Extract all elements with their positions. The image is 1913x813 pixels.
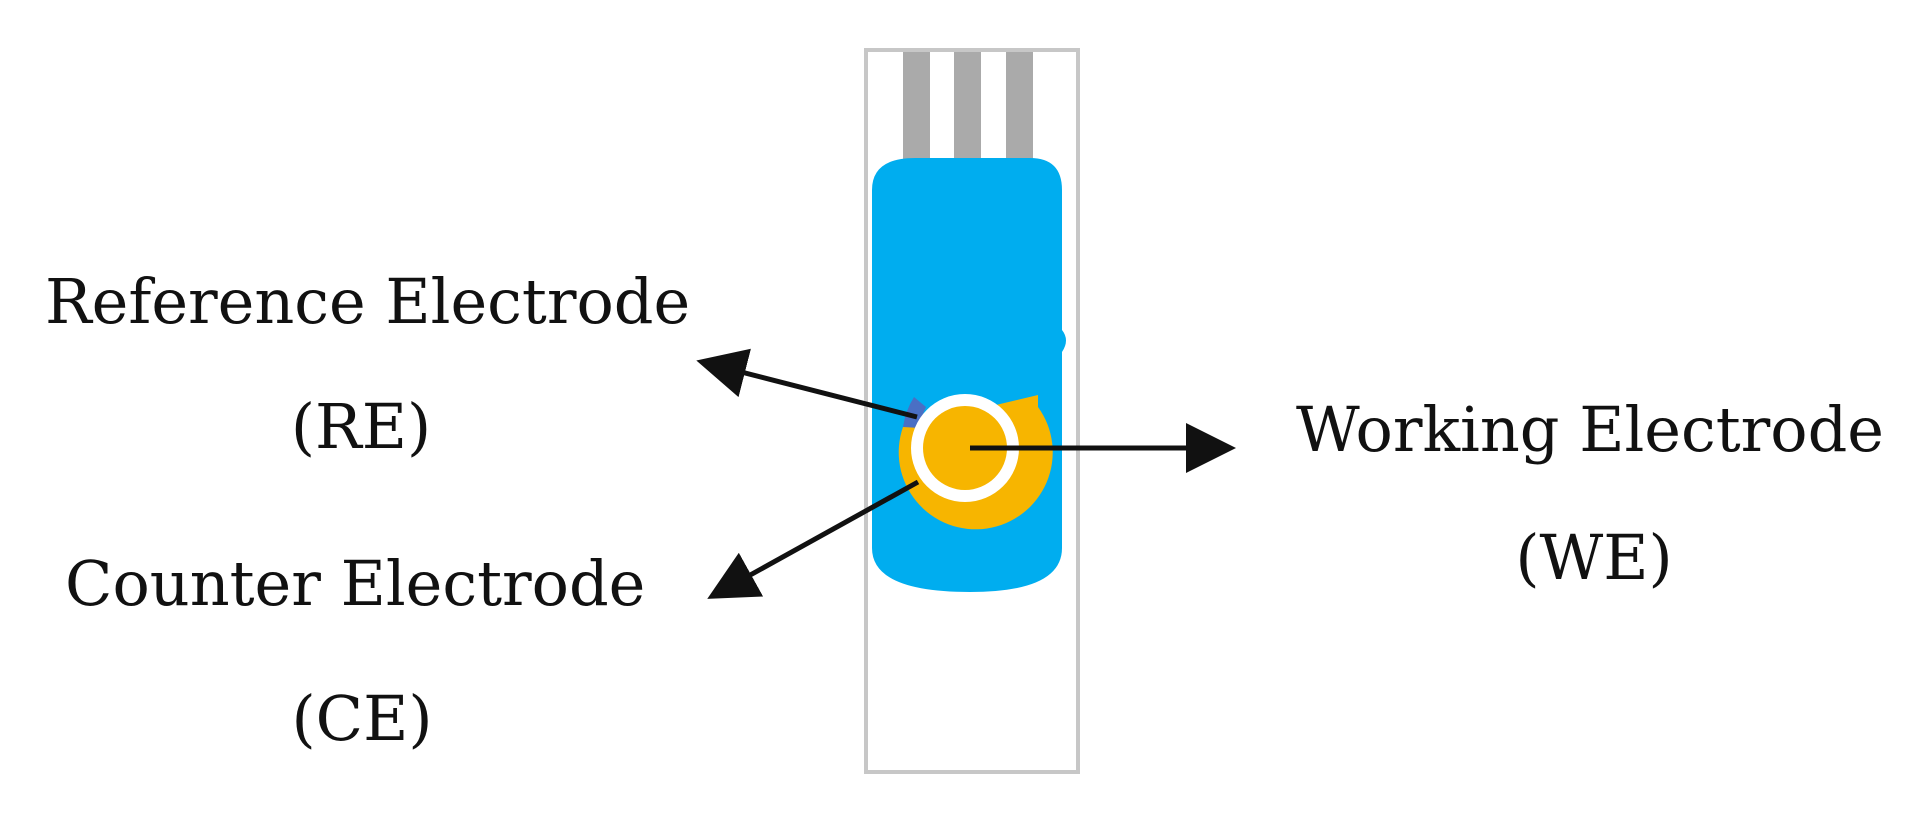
counter-electrode-label: Counter Electrode bbox=[65, 547, 646, 620]
working-electrode-label: Working Electrode bbox=[1296, 393, 1884, 466]
working-electrode bbox=[923, 406, 1007, 490]
reference-arrow bbox=[696, 348, 918, 420]
working-electrode-abbr: (WE) bbox=[1515, 521, 1673, 594]
counter-electrode-abbr: (CE) bbox=[291, 682, 433, 755]
reference-electrode-label: Reference Electrode bbox=[45, 265, 691, 338]
contact-line-middle bbox=[954, 52, 981, 162]
reference-electrode-abbr: (RE) bbox=[290, 390, 432, 463]
counter-arrow bbox=[707, 479, 920, 599]
contact-line-right bbox=[1006, 52, 1033, 162]
contact-line-left bbox=[903, 52, 930, 162]
